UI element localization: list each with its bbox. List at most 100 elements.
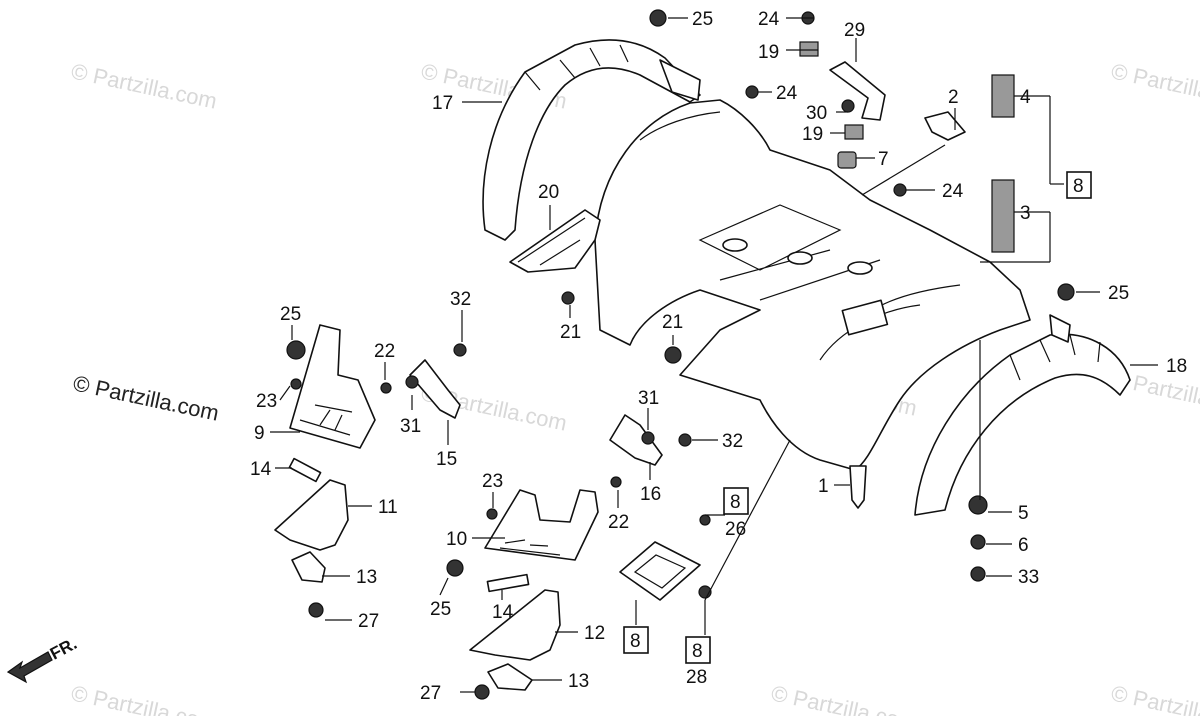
fender-hole (787, 251, 813, 265)
bolt-head (678, 433, 692, 447)
callout-label: 27 (420, 683, 441, 704)
callout-label: 16 (640, 484, 661, 505)
callout-label: 13 (356, 567, 377, 588)
callout-label: 19 (802, 124, 823, 145)
callout-label: 22 (374, 341, 395, 362)
rear-fender-body (594, 99, 1031, 471)
bolt-head (893, 183, 907, 197)
bolt-head (745, 85, 759, 99)
reflector-top (991, 74, 1015, 118)
latch-pin (849, 465, 867, 509)
side-bracket-right (609, 414, 663, 466)
watermark-primary: © Partzilla.com (71, 370, 221, 425)
callout-layer: 25 24 29 19 24 30 19 2 4 7 8 24 3 17 20 … (250, 9, 1187, 704)
bolt-head (486, 508, 498, 520)
grommet (837, 151, 857, 169)
bolt-head (453, 343, 467, 357)
callout-label: 26 (725, 519, 746, 540)
callout-label: 21 (662, 312, 683, 333)
callout-label: 25 (692, 9, 713, 30)
direction-marker: FR. (6, 634, 80, 684)
fender-hole (722, 238, 748, 252)
callout-label: 13 (568, 671, 589, 692)
bolt-head (841, 99, 855, 113)
bolt-head (561, 291, 575, 305)
reference-box (1066, 171, 1092, 199)
foot-guard-left (289, 324, 376, 449)
callout-label: 27 (358, 611, 379, 632)
bolt-head (610, 476, 622, 488)
clamp-right (487, 663, 533, 691)
callout-label: 22 (608, 512, 629, 533)
bracket-left (274, 479, 349, 551)
strap-right (486, 573, 530, 593)
callout-label: 20 (538, 182, 559, 203)
foot-guard-left-details (299, 404, 353, 436)
bolt-head (641, 431, 655, 445)
callout-label: 19 (758, 42, 779, 63)
nut (844, 124, 864, 140)
callout-label: 8 (692, 641, 703, 662)
callout-label: 12 (584, 623, 605, 644)
reference-box (623, 626, 649, 654)
bolt-head (405, 375, 419, 389)
bolt-head (308, 602, 324, 618)
callout-label: 33 (1018, 567, 1039, 588)
fender-right-ribs (1009, 334, 1101, 381)
strap-top (829, 61, 886, 121)
clamp-left (291, 551, 326, 583)
callout-label: 25 (1108, 283, 1129, 304)
callout-label: 10 (446, 529, 467, 550)
callout-label: 30 (806, 103, 827, 124)
callout-label: 1 (818, 476, 829, 497)
foot-guard-right-details (499, 539, 561, 556)
callout-label: 8 (1073, 176, 1084, 197)
callout-label: 23 (256, 391, 277, 412)
mud-guard-bracket (509, 209, 601, 273)
bolt-head (1057, 283, 1075, 301)
callout-label: 18 (1166, 356, 1187, 377)
bolt-head (474, 684, 490, 700)
mud-guard-bracket-details (517, 217, 586, 266)
reflector-plate-inner (633, 554, 687, 589)
callout-label: 17 (432, 93, 453, 114)
reflector-bottom (991, 179, 1015, 253)
fender-right-bracket (1049, 314, 1071, 343)
callout-label: 8 (730, 492, 741, 513)
watermark: © Partzilla.com (69, 680, 219, 716)
reference-box (685, 636, 711, 664)
callout-label: 28 (686, 667, 707, 688)
callout-label: 5 (1018, 503, 1029, 524)
callout-label: 6 (1018, 535, 1029, 556)
fender-left-ribs (524, 44, 629, 91)
bolt-head (446, 559, 464, 577)
reflector-plate (619, 541, 701, 601)
callout-label: 15 (436, 449, 457, 470)
bolt-group (286, 9, 1075, 700)
bolt-head (970, 534, 986, 550)
rear-fender-details (639, 111, 961, 361)
callout-label: 23 (482, 471, 503, 492)
callout-label: 25 (280, 304, 301, 325)
nut (799, 41, 819, 57)
callout-label: 3 (1020, 203, 1031, 224)
callout-label: 2 (948, 87, 959, 108)
watermark: © Partzilla.com (1109, 680, 1200, 716)
parts-layer (274, 9, 1131, 700)
front-arrow-icon (6, 651, 53, 684)
callout-label: 8 (630, 631, 641, 652)
callout-label: 24 (776, 83, 798, 104)
reference-box (723, 487, 749, 515)
leader-lines (270, 17, 1158, 693)
callout-label: 24 (942, 181, 964, 202)
bracket-right (469, 589, 561, 661)
callout-label: 14 (492, 602, 514, 623)
callout-label: 14 (250, 459, 272, 480)
callout-label: 9 (254, 423, 265, 444)
bolt-head (970, 566, 986, 582)
callout-label: 21 (560, 322, 581, 343)
fender-plate (841, 299, 889, 336)
strap-left (288, 457, 322, 483)
callout-label: 31 (638, 388, 659, 409)
